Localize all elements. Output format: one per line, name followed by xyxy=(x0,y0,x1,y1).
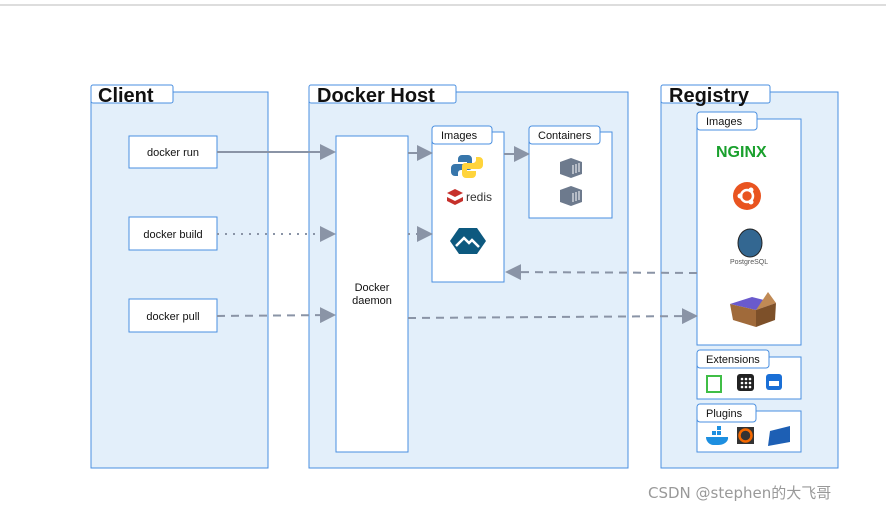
containers-box: Containers xyxy=(528,125,613,219)
docker-run-command[interactable]: docker run xyxy=(128,135,218,169)
docker-build-command[interactable]: docker build xyxy=(128,216,218,251)
svg-text:redis: redis xyxy=(466,190,492,204)
container-icon xyxy=(560,158,582,178)
extensions-box: Extensions xyxy=(696,349,802,400)
watermark: CSDN @stephen的大飞哥 xyxy=(648,484,831,502)
daemon-to-registry-arrow xyxy=(407,308,698,325)
docker-pull-command[interactable]: docker pull xyxy=(128,298,218,333)
svg-text:Extensions: Extensions xyxy=(706,354,760,366)
registry-panel: Registry Images NGINX PostgreSQL Extensi… xyxy=(660,84,839,469)
pull-arrow xyxy=(216,307,336,324)
client-title: Client xyxy=(98,85,154,107)
svg-text:Docker: Docker xyxy=(355,282,390,294)
svg-text:docker pull[interactable]: docker pull xyxy=(146,311,199,323)
vmware-icon xyxy=(768,426,790,446)
disk-extension-icon xyxy=(766,374,782,390)
registry-to-images-arrow xyxy=(505,264,698,281)
box-icon xyxy=(730,292,776,327)
nginx-logo: NGINX xyxy=(716,144,767,161)
host-images-box: Images redis xyxy=(431,125,505,283)
jfrog-icon xyxy=(706,375,722,393)
svg-text:PostgreSQL: PostgreSQL xyxy=(730,259,768,266)
svg-text:Containers: Containers xyxy=(538,130,592,142)
python-icon xyxy=(451,155,483,178)
docker-host-panel: Docker Host Docker daemon Images redis xyxy=(308,84,629,469)
postgresql-logo: PostgreSQL xyxy=(730,228,768,266)
svg-text:daemon: daemon xyxy=(352,295,392,307)
docker-host-title: Docker Host xyxy=(317,85,435,107)
svg-text:docker build[interactable]: docker build xyxy=(143,229,202,241)
svg-text:Images: Images xyxy=(441,130,478,142)
client-panel: Client docker run docker build docker pu… xyxy=(90,84,269,469)
ubuntu-logo xyxy=(733,182,761,210)
svg-text:Images: Images xyxy=(706,116,743,128)
plugins-box: Plugins xyxy=(696,403,802,453)
registry-title: Registry xyxy=(669,85,750,107)
grafana-icon xyxy=(737,427,754,444)
redis-icon: redis xyxy=(447,189,492,205)
docker-daemon: Docker daemon xyxy=(335,135,409,453)
svg-text:docker run[interactable]: docker run xyxy=(147,147,199,159)
grid-app-icon xyxy=(737,374,754,391)
connector-arrows xyxy=(216,144,698,325)
svg-text:Plugins: Plugins xyxy=(706,408,743,420)
alpine-icon xyxy=(450,228,486,254)
docker-whale-icon xyxy=(705,426,729,446)
registry-images-box: Images NGINX PostgreSQL xyxy=(696,111,802,346)
container-icon xyxy=(560,186,582,206)
